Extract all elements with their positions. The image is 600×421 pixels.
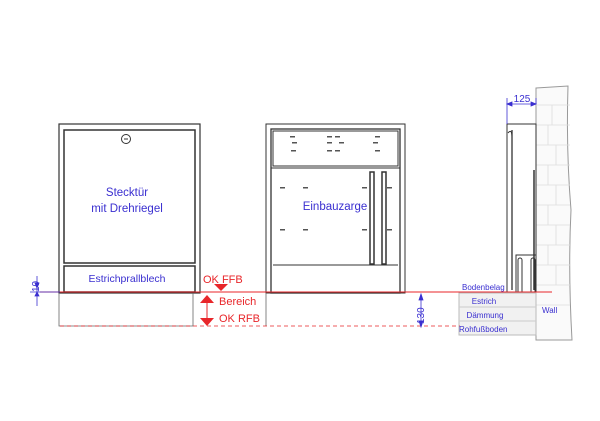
dimension-top-value: 125 (514, 94, 531, 105)
frame-label: Einbauzarge (303, 201, 368, 213)
middle-cabinet (265, 123, 406, 326)
range-label: Bereich (219, 296, 256, 308)
left-cabinet (58, 123, 201, 327)
dimension-top (505, 98, 538, 124)
screw-holes (280, 136, 392, 231)
raw-floor-label: Rohfußboden (459, 325, 507, 334)
dimension-left (30, 276, 60, 306)
side-view (458, 123, 537, 336)
ok-ffb-label: OK FFB (203, 274, 243, 286)
door-label-line1: Stecktür (106, 187, 148, 199)
door-label-line2: mit Drehriegel (91, 203, 163, 215)
dimension-middle (418, 292, 424, 329)
wall (535, 85, 573, 341)
wall-label: Wall (542, 306, 557, 315)
dimension-left-value: 10 (31, 280, 42, 292)
ok-ffb-arrow-icon (214, 284, 228, 291)
insulation-label: Dämmung (467, 311, 504, 320)
baffle-label: Estrichprallblech (88, 273, 165, 285)
floor-covering-label: Bodenbelag (462, 283, 505, 292)
screed-label: Estrich (472, 297, 496, 306)
dimension-middle-value: 130 (416, 307, 427, 324)
range-down-arrow-icon (200, 318, 214, 326)
range-up-arrow-icon (200, 295, 214, 303)
lock-knob-icon (121, 134, 131, 144)
ok-rfb-label: OK RFB (219, 313, 260, 325)
